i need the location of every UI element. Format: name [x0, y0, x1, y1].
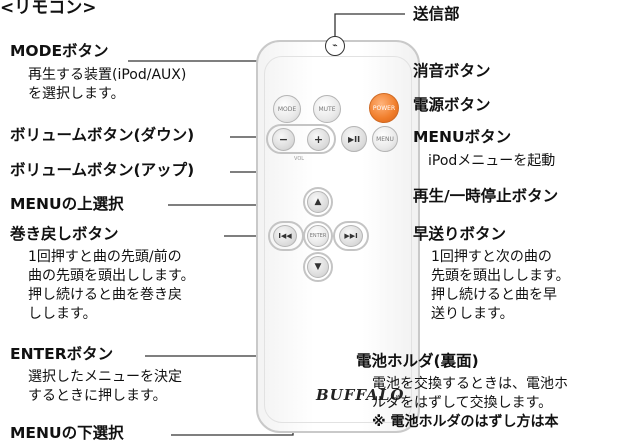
mute-button[interactable]: MUTE — [313, 95, 341, 123]
play-pause-label: 再生/一時停止ボタン — [413, 187, 559, 205]
transmitter-label: 送信部 — [413, 5, 460, 23]
down-button[interactable]: ▼ — [307, 256, 329, 278]
rewind-desc-3: 押し続けると曲を巻き戻 — [28, 287, 182, 303]
buffalo-logo: BUFFALO — [316, 386, 405, 404]
enter-desc-1: 選択したメニューを決定 — [28, 369, 182, 385]
mode-button-label: MODEボタン — [10, 42, 109, 60]
up-ring — [303, 187, 333, 217]
volume-down-button[interactable]: − — [272, 128, 295, 151]
ff-desc-1: 1回押すと次の曲の — [431, 249, 552, 265]
ff-desc-4: 送りします。 — [431, 306, 514, 322]
ff-desc-3: 押し続けると曲を早 — [431, 287, 557, 303]
rewind-button[interactable]: I◀◀ — [273, 225, 297, 247]
mode-button[interactable]: MODE — [273, 95, 301, 123]
vol-label: VOL — [294, 156, 305, 162]
next-ring — [333, 221, 369, 251]
line-transmitter — [334, 13, 405, 37]
fast-forward-button[interactable]: ▶▶I — [339, 225, 363, 247]
up-button[interactable]: ▲ — [307, 191, 329, 213]
enter-ring — [303, 221, 333, 251]
play-pause-button[interactable]: ▶II — [341, 126, 367, 152]
menu-down-label: MENUの下選択 — [10, 424, 124, 442]
rewind-label: 巻き戻しボタン — [10, 225, 119, 243]
battery-desc-3: ※ 電池ホルダのはずし方は本 — [372, 414, 559, 430]
power-button[interactable]: POWER — [369, 93, 399, 123]
page-title: <リモコン> — [0, 0, 97, 18]
rewind-desc-4: しします。 — [28, 306, 97, 322]
ir-transmitter-icon: ⌁ — [325, 36, 345, 56]
rewind-desc-1: 1回押すと曲の先頭/前の — [28, 249, 182, 265]
mode-desc-1: 再生する装置(iPod/AUX) — [28, 67, 187, 83]
rewind-desc-2: 曲の先頭を頭出しします。 — [28, 268, 195, 284]
menu-desc: iPodメニューを起動 — [428, 153, 556, 169]
down-ring — [303, 252, 333, 282]
fast-forward-label: 早送りボタン — [413, 225, 507, 243]
ff-desc-2: 先頭を頭出しします。 — [431, 268, 570, 284]
enter-label: ENTERボタン — [10, 345, 114, 363]
volume-down-label: ボリュームボタン(ダウン) — [10, 126, 195, 144]
battery-holder-label: 電池ホルダ(裏面) — [356, 352, 479, 370]
mode-desc-2: を選択します。 — [28, 86, 125, 102]
menu-button-label: MENUボタン — [413, 128, 512, 146]
power-button-label: 電源ボタン — [413, 96, 491, 114]
mute-button-label: 消音ボタン — [413, 62, 491, 80]
battery-desc-1: 電池を交換するときは、電池ホ — [372, 376, 568, 392]
volume-rocker — [266, 124, 336, 154]
enter-button[interactable]: ENTER — [307, 225, 329, 247]
volume-up-label: ボリュームボタン(アップ) — [10, 161, 195, 179]
remote-inner-border — [264, 56, 412, 423]
enter-desc-2: するときに押します。 — [28, 388, 167, 404]
battery-desc-2: ルダをはずして交換します。 — [372, 395, 553, 411]
volume-up-button[interactable]: + — [307, 128, 330, 151]
menu-button[interactable]: MENU — [372, 126, 398, 152]
menu-up-label: MENUの上選択 — [10, 195, 124, 213]
